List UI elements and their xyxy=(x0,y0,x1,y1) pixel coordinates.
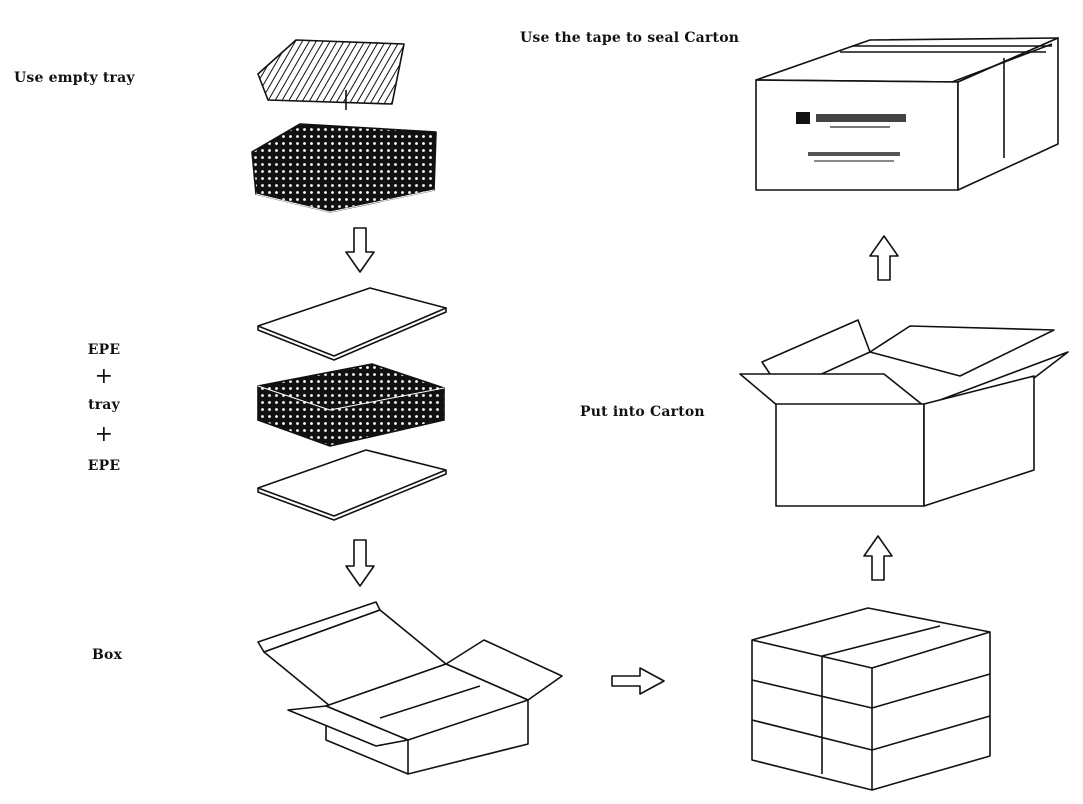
foam-tray xyxy=(257,363,445,447)
label-use-empty-tray: Use empty tray xyxy=(14,70,135,86)
down-arrow-2 xyxy=(345,539,375,587)
epe-sheet-bottom xyxy=(257,449,447,521)
label-put-into-carton: Put into Carton xyxy=(580,404,705,420)
right-arrow xyxy=(611,667,665,695)
sealed-carton xyxy=(755,37,1059,191)
label-seal-carton: Use the tape to seal Carton xyxy=(520,30,740,46)
label-plus-2: + xyxy=(94,422,114,447)
stacked-boxes xyxy=(751,607,991,791)
carton-logo-mark xyxy=(796,112,906,162)
label-box: Box xyxy=(92,647,123,663)
empty-tray-body xyxy=(251,123,437,213)
epe-sheet-top xyxy=(257,287,447,361)
label-epe-bottom: EPE xyxy=(87,458,121,474)
up-arrow-2 xyxy=(869,235,899,281)
label-epe-top: EPE xyxy=(87,342,121,358)
open-carton xyxy=(739,319,1069,507)
open-box xyxy=(257,601,563,775)
label-tray: tray xyxy=(88,397,120,413)
down-arrow-1 xyxy=(345,227,375,273)
empty-tray-lid xyxy=(257,39,405,105)
up-arrow-1 xyxy=(863,535,893,581)
label-plus-1: + xyxy=(94,364,114,389)
